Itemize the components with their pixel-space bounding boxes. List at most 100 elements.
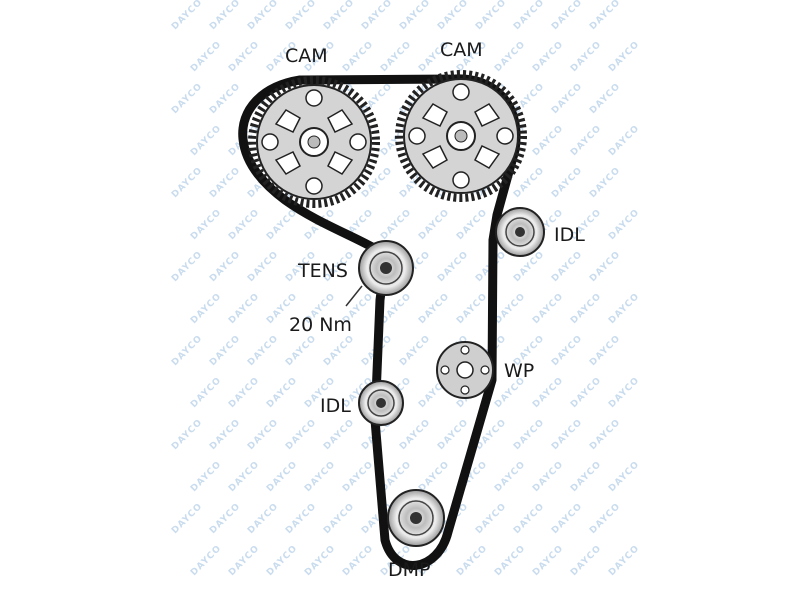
watermark-text: DAYCO: [588, 501, 623, 536]
watermark-text: DAYCO: [512, 165, 547, 200]
watermark-text: DAYCO: [284, 417, 319, 452]
watermark-text: DAYCO: [588, 249, 623, 284]
watermark-text: DAYCO: [398, 333, 433, 368]
watermark-text: DAYCO: [588, 333, 623, 368]
tensioner-pulley: [358, 240, 414, 296]
watermark-text: DAYCO: [607, 291, 642, 326]
watermark-text: DAYCO: [417, 207, 452, 242]
watermark-text: DAYCO: [588, 417, 623, 452]
label-tens: TENS: [297, 260, 348, 282]
watermark-text: DAYCO: [436, 417, 471, 452]
watermark-text: DAYCO: [284, 333, 319, 368]
watermark-text: DAYCO: [531, 543, 566, 578]
watermark-text: DAYCO: [512, 0, 547, 32]
label-cam-right: CAM: [440, 39, 483, 61]
watermark-text: DAYCO: [607, 207, 642, 242]
watermark-text: DAYCO: [398, 417, 433, 452]
watermark-text: DAYCO: [227, 375, 262, 410]
watermark-text: DAYCO: [455, 291, 490, 326]
label-dmp: DMP: [388, 559, 430, 581]
watermark-text: DAYCO: [284, 501, 319, 536]
watermark-text: DAYCO: [531, 291, 566, 326]
watermark-text: DAYCO: [569, 39, 604, 74]
watermark-text: DAYCO: [569, 459, 604, 494]
watermark-text: DAYCO: [303, 543, 338, 578]
watermark-text: DAYCO: [170, 501, 205, 536]
watermark-text: DAYCO: [512, 501, 547, 536]
watermark-text: DAYCO: [189, 123, 224, 158]
watermark-text: DAYCO: [550, 333, 585, 368]
watermark-text: DAYCO: [588, 81, 623, 116]
watermark-text: DAYCO: [512, 417, 547, 452]
watermark-text: DAYCO: [550, 417, 585, 452]
watermark-text: DAYCO: [493, 543, 528, 578]
watermark-text: DAYCO: [341, 39, 376, 74]
watermark-text: DAYCO: [569, 291, 604, 326]
watermark-text: DAYCO: [170, 417, 205, 452]
watermark-text: DAYCO: [227, 207, 262, 242]
watermark-text: DAYCO: [531, 39, 566, 74]
watermark-text: DAYCO: [303, 459, 338, 494]
watermark-text: DAYCO: [189, 459, 224, 494]
watermark-text: DAYCO: [550, 165, 585, 200]
watermark-text: DAYCO: [265, 207, 300, 242]
watermark-text: DAYCO: [227, 291, 262, 326]
watermark-text: DAYCO: [569, 123, 604, 158]
watermark-text: DAYCO: [360, 0, 395, 32]
watermark-text: DAYCO: [227, 459, 262, 494]
watermark-text: DAYCO: [493, 459, 528, 494]
watermark-text: DAYCO: [208, 0, 243, 32]
watermark-text: DAYCO: [379, 39, 414, 74]
watermark-text: DAYCO: [493, 291, 528, 326]
watermark-text: DAYCO: [189, 375, 224, 410]
watermark-text: DAYCO: [170, 249, 205, 284]
watermark-text: DAYCO: [607, 543, 642, 578]
watermark-text: DAYCO: [265, 459, 300, 494]
label-torque: 20 Nm: [289, 314, 352, 336]
watermark-text: DAYCO: [341, 459, 376, 494]
watermark-text: DAYCO: [208, 417, 243, 452]
watermark-text: DAYCO: [208, 81, 243, 116]
watermark-text: DAYCO: [436, 0, 471, 32]
watermark-text: DAYCO: [341, 543, 376, 578]
watermark-text: DAYCO: [531, 123, 566, 158]
watermark-text: DAYCO: [170, 0, 205, 32]
watermark-text: DAYCO: [550, 0, 585, 32]
watermark-text: DAYCO: [569, 375, 604, 410]
watermark-text: DAYCO: [189, 39, 224, 74]
watermark-text: DAYCO: [208, 333, 243, 368]
cam-gear-left: [248, 76, 380, 208]
watermark-text: DAYCO: [569, 543, 604, 578]
label-idl-right: IDL: [554, 224, 585, 246]
watermark-text: DAYCO: [265, 375, 300, 410]
watermark-text: DAYCO: [189, 543, 224, 578]
watermark-text: DAYCO: [607, 123, 642, 158]
watermark-text: DAYCO: [550, 249, 585, 284]
watermark-text: DAYCO: [208, 501, 243, 536]
watermark-text: DAYCO: [322, 0, 357, 32]
watermark-text: DAYCO: [189, 207, 224, 242]
watermark-text: DAYCO: [246, 249, 281, 284]
watermark-text: DAYCO: [607, 375, 642, 410]
label-idl-left: IDL: [320, 395, 351, 417]
watermark-text: DAYCO: [493, 39, 528, 74]
watermark-text: DAYCO: [398, 0, 433, 32]
watermark-text: DAYCO: [417, 291, 452, 326]
watermark-text: DAYCO: [550, 81, 585, 116]
watermark-text: DAYCO: [531, 459, 566, 494]
watermark-text: DAYCO: [474, 501, 509, 536]
watermark-text: DAYCO: [170, 333, 205, 368]
watermark-text: DAYCO: [284, 0, 319, 32]
watermark-text: DAYCO: [550, 501, 585, 536]
watermark-text: DAYCO: [607, 459, 642, 494]
watermark-text: DAYCO: [170, 165, 205, 200]
watermark-text: DAYCO: [322, 501, 357, 536]
watermark-text: DAYCO: [417, 459, 452, 494]
watermark-text: DAYCO: [455, 207, 490, 242]
watermark-text: DAYCO: [246, 417, 281, 452]
watermark-text: DAYCO: [208, 249, 243, 284]
watermark-text: DAYCO: [474, 0, 509, 32]
watermark-text: DAYCO: [227, 543, 262, 578]
